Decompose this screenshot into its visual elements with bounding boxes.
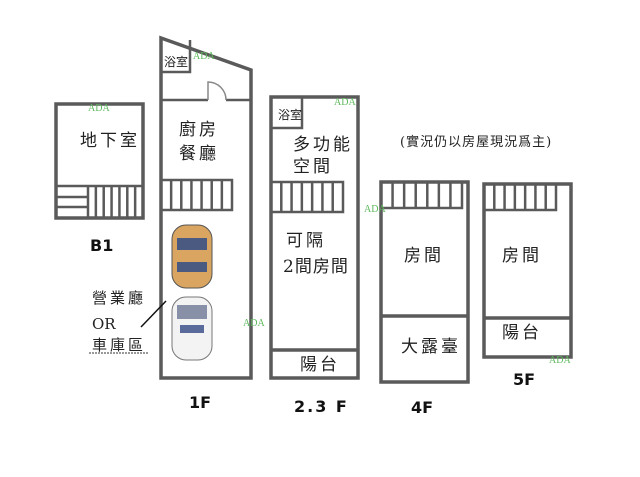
f23-rooms-label: 2間房間 bbox=[283, 257, 349, 277]
f23-balcony-label: 陽台 bbox=[300, 355, 340, 375]
ada-watermark: ADA bbox=[243, 318, 265, 329]
f5-plan bbox=[482, 182, 573, 359]
f23-partition-label: 可隔 bbox=[286, 231, 326, 251]
ada-watermark: ADA bbox=[88, 103, 110, 114]
f1-hall-label: 營業廳 bbox=[92, 289, 147, 307]
stairs-icon bbox=[94, 186, 137, 218]
f4-terrace-label: 大露臺 bbox=[401, 337, 461, 357]
f23-floor-label: 2.3 F bbox=[294, 397, 349, 416]
ada-watermark: ADA bbox=[334, 97, 356, 108]
stairs-icon bbox=[391, 182, 452, 208]
f1-garage-label: 車庫區 bbox=[92, 336, 147, 354]
f23-bath-label: 浴室 bbox=[278, 108, 303, 122]
f1-dining-label: 餐廳 bbox=[179, 144, 219, 164]
f4-room-label: 房間 bbox=[404, 246, 444, 266]
f5-balcony-label: 陽台 bbox=[502, 323, 542, 343]
f23-plan bbox=[269, 95, 360, 380]
ada-watermark: ADA bbox=[549, 355, 571, 366]
f1-bath-label: 浴室 bbox=[164, 55, 189, 69]
ada-watermark: ADA bbox=[193, 51, 215, 62]
stairs-icon bbox=[280, 182, 334, 212]
ada-watermark: ADA bbox=[364, 204, 386, 215]
f4-floor-label: 4F bbox=[411, 398, 434, 417]
f5-floor-label: 5F bbox=[513, 370, 536, 389]
f1-plan bbox=[89, 35, 253, 380]
stairs-icon bbox=[169, 180, 224, 210]
disclaimer-note: (實況仍以房屋現況爲主) bbox=[400, 135, 553, 150]
f1-or-label: OR bbox=[92, 315, 116, 333]
car-icon bbox=[171, 224, 213, 289]
stairs-icon bbox=[493, 184, 547, 210]
car-icon bbox=[171, 296, 213, 361]
b1-plan bbox=[54, 102, 145, 220]
b1-floor-label: B1 bbox=[90, 236, 114, 255]
f23-space-label: 空間 bbox=[293, 157, 333, 177]
f5-room-label: 房間 bbox=[502, 246, 542, 266]
f1-floor-label: 1F bbox=[189, 393, 212, 412]
b1-room-label: 地下室 bbox=[80, 131, 140, 151]
f23-multi-label: 多功能 bbox=[293, 135, 353, 155]
f1-kitchen-label: 廚房 bbox=[179, 120, 219, 140]
f4-plan bbox=[379, 180, 470, 384]
